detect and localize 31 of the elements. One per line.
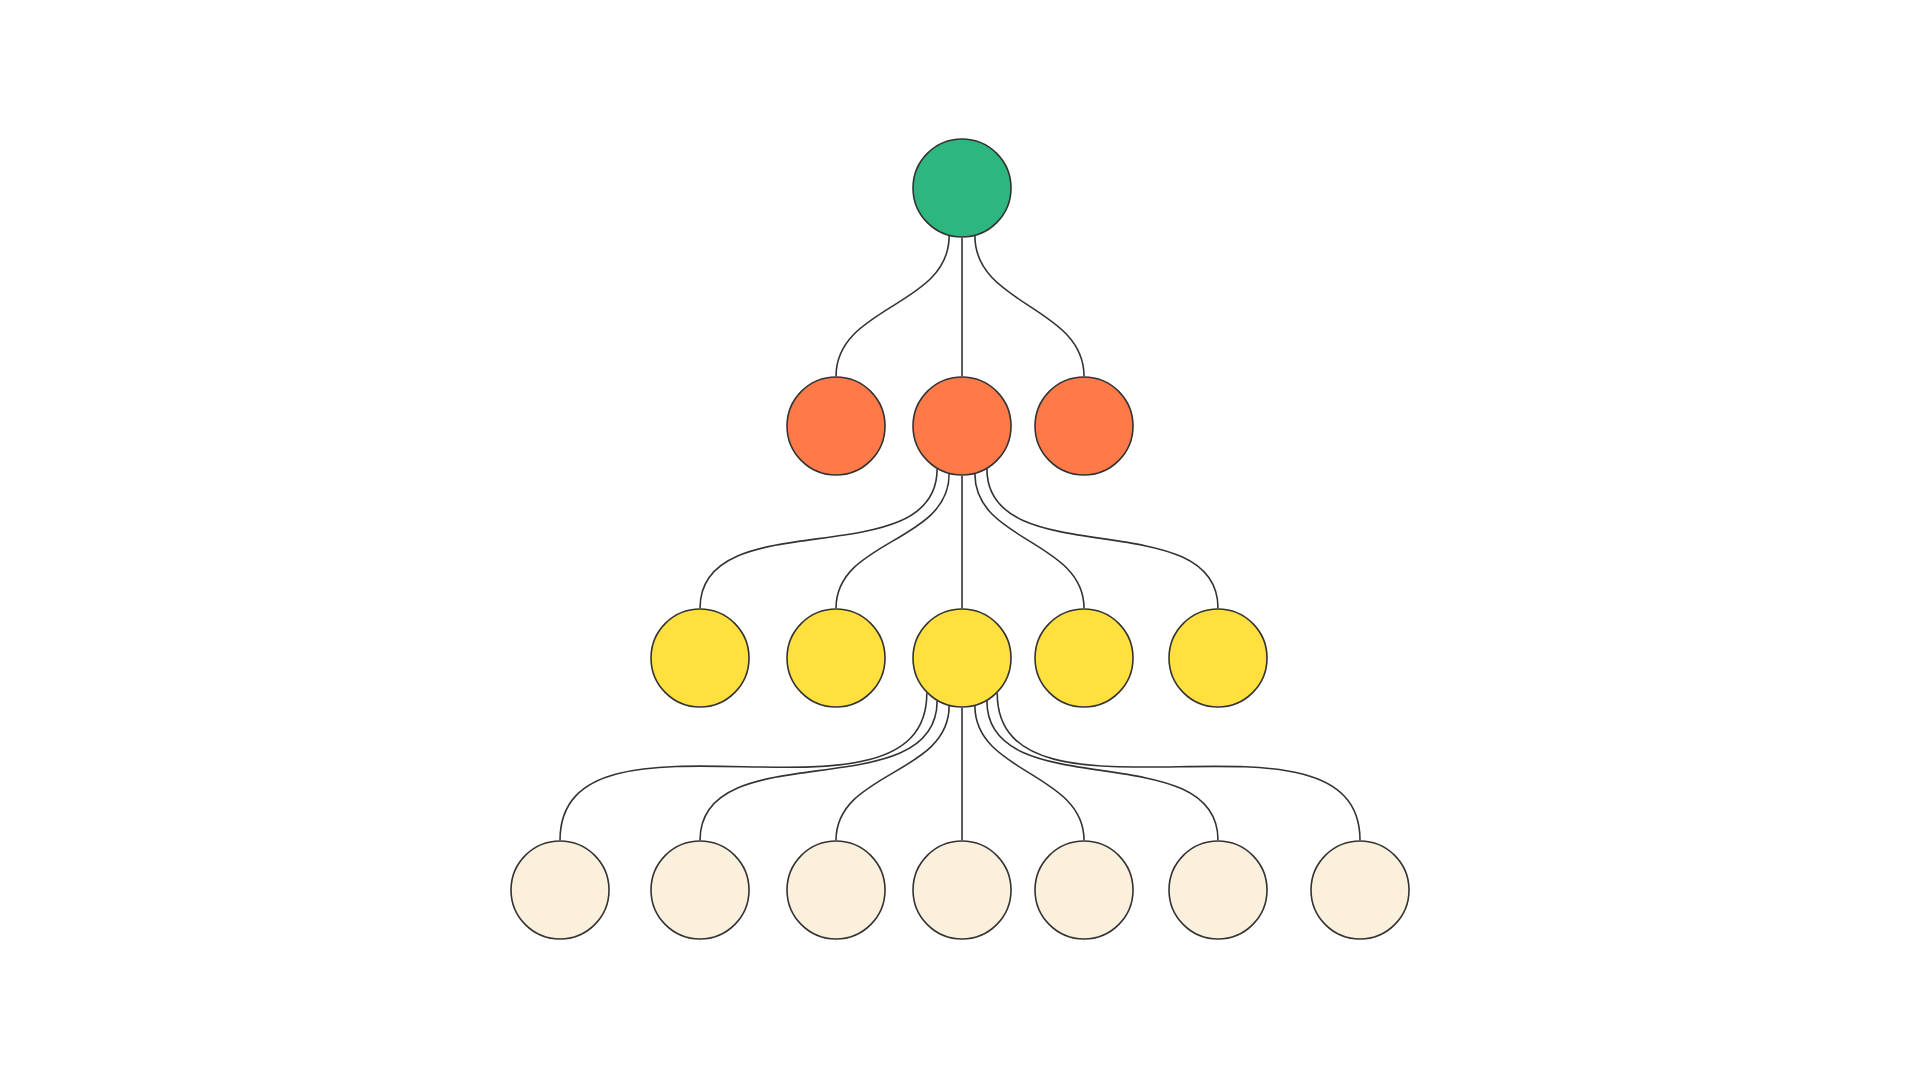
node-circle (1034, 840, 1134, 940)
connector-line (974, 235, 1085, 377)
connector-line (699, 468, 938, 609)
connector-line (961, 237, 963, 377)
connector-line (961, 707, 963, 841)
connector-line (974, 705, 1085, 841)
connector-line (835, 235, 950, 377)
connector-line (835, 473, 950, 609)
connector-line (974, 473, 1085, 609)
node-circle (1168, 840, 1268, 940)
node-circle (912, 376, 1012, 476)
node-circle (1168, 608, 1268, 708)
node-circle (1034, 376, 1134, 476)
node-circle (912, 608, 1012, 708)
connector-line (699, 700, 938, 841)
connector-line (961, 474, 963, 609)
connector-line (559, 692, 928, 841)
node-circle (786, 608, 886, 708)
node-circle (1034, 608, 1134, 708)
node-circle (650, 608, 750, 708)
node-circle (912, 840, 1012, 940)
node-circle (1310, 840, 1410, 940)
connector-line (835, 705, 950, 841)
connector-line (986, 468, 1219, 609)
node-circle (786, 840, 886, 940)
node-circle (912, 138, 1012, 238)
connector-line (986, 700, 1219, 841)
node-circle (786, 376, 886, 476)
connector-line (996, 692, 1361, 841)
node-circle (650, 840, 750, 940)
node-circle (510, 840, 610, 940)
